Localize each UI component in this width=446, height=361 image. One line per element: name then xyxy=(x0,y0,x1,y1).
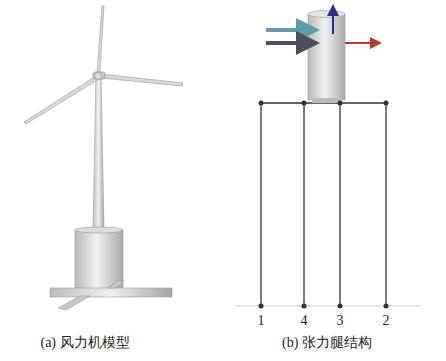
tension-leg-structure xyxy=(236,6,420,309)
leg-number: 1 xyxy=(258,314,265,328)
subfigure-caption: (a) 风力机模型 xyxy=(40,336,129,350)
leg-number: 3 xyxy=(337,314,344,328)
wind-turbine xyxy=(24,6,183,310)
subfigure-caption: (b) 张力腿结构 xyxy=(282,336,372,350)
leg-number: 2 xyxy=(383,314,390,328)
leg-number: 4 xyxy=(301,314,308,328)
